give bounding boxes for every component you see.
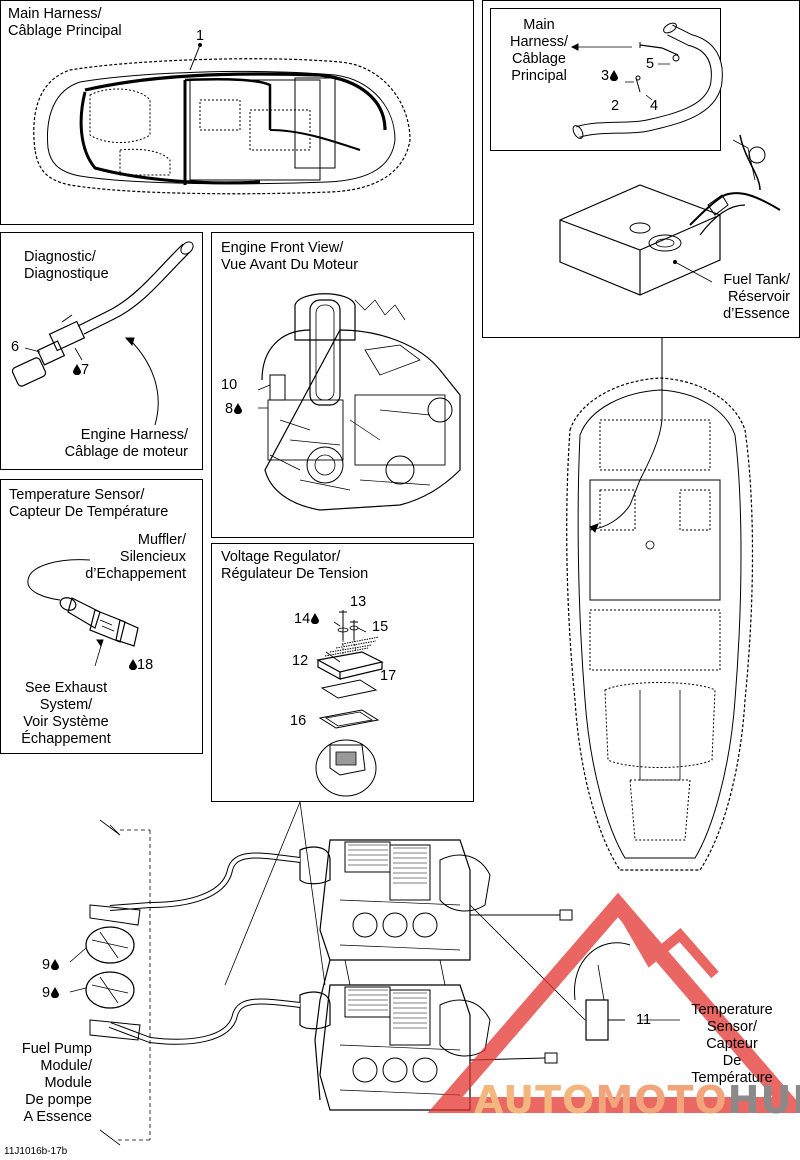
engine-front-view (257, 293, 461, 511)
leader-lines (224, 801, 326, 986)
callout-18: 18 (128, 657, 153, 674)
callout-16: 16 (290, 713, 307, 729)
figure-code: 11J1016b-17b (4, 1146, 68, 1157)
see-exhaust-label: See Exhaust System/ Voir Système Échappe… (21, 680, 111, 747)
boat-right-view (566, 338, 754, 871)
voltage-regulator-panel (211, 543, 474, 802)
engine-front-view-panel (211, 232, 474, 538)
engine-assembly-lower (299, 984, 491, 1111)
callout-14: 14 (294, 611, 320, 628)
sealant-drop-icon (129, 659, 137, 670)
sealant-drop-icon (51, 959, 60, 970)
fuel-tank-drawing (559, 134, 781, 296)
temperature-sensor-panel (0, 479, 203, 754)
temperature-sensor-label: Temperature Sensor/ Capteur De Températu… (9, 487, 169, 520)
sealant-drop-icon (610, 70, 619, 81)
main-harness-panel (0, 0, 474, 225)
callout-3: 3 (601, 68, 619, 85)
callout-9a: 9 (42, 957, 60, 974)
fuel-pump-module-label: Fuel Pump Module/ Module De pompe A Esse… (21, 1041, 92, 1125)
callout-6: 6 (11, 339, 20, 355)
callout-13: 13 (350, 594, 367, 610)
fuel-hose-drawing (570, 22, 723, 139)
fuel-pump-modules (69, 904, 141, 1041)
diagnostic-connector (11, 241, 194, 426)
callout-5: 5 (646, 56, 655, 72)
callout-12: 12 (292, 653, 309, 669)
callout-17: 17 (380, 668, 397, 684)
bottom-harness (99, 819, 573, 1146)
engine-front-view-label: Engine Front View/ Vue Avant Du Moteur (221, 240, 359, 273)
watermark-text: AUTOMOTOHUB (474, 1078, 800, 1122)
temperature-sensor-drawing (27, 559, 139, 667)
voltage-regulator-label: Voltage Regulator/ Régulateur De Tension (221, 549, 369, 582)
callout-1: 1 (196, 28, 205, 44)
temperature-sensor-bottom-label: Temperature Sensor/ Capteur De Températu… (691, 1002, 773, 1086)
sealant-drop-icon (73, 364, 81, 375)
callout-2: 2 (611, 98, 620, 114)
callout-15: 15 (372, 619, 389, 635)
callout-8: 8 (225, 401, 243, 418)
engine-harness-label: Engine Harness/ Câblage de moteur (64, 427, 188, 460)
diagnostic-label: Diagnostic/ Diagnostique (24, 249, 109, 282)
callout-7: 7 (72, 362, 89, 379)
boat-top-view (33, 43, 411, 195)
watermark-logo (427, 892, 800, 1113)
main-harness-inset-label: Main Harness/ Câblage Principal (509, 17, 569, 84)
callout-9b: 9 (42, 985, 60, 1002)
diagnostic-panel (0, 232, 203, 470)
temperature-sensor-bottom (469, 904, 680, 1041)
muffler-label: Muffler/ Silencieux d’Echappement (85, 532, 186, 582)
sealant-drop-icon (234, 403, 243, 414)
callout-4: 4 (650, 98, 659, 114)
callout-11: 11 (636, 1012, 652, 1028)
voltage-regulator-drawing (315, 610, 384, 797)
sealant-drop-icon (311, 613, 320, 624)
main-harness-label: Main Harness/ Câblage Principal (8, 6, 122, 39)
callout-10: 10 (221, 377, 238, 393)
fuel-tank-label: Fuel Tank/ Réservoir d’Essence (723, 272, 790, 322)
engine-assembly-upper (299, 839, 491, 986)
sealant-drop-icon (51, 987, 60, 998)
